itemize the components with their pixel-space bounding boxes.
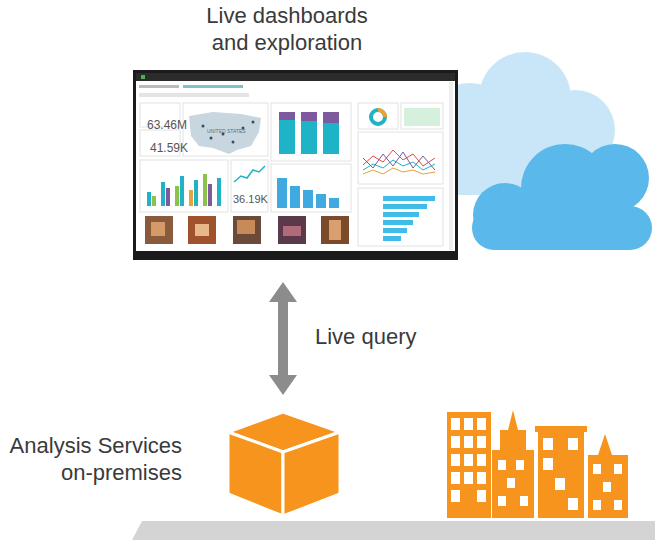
dashboard-figure: 41.59K xyxy=(150,141,188,155)
cloud-front xyxy=(472,144,652,250)
node-label: Analysis Services on-premises xyxy=(0,432,182,486)
dashboard-figure: 63.46M xyxy=(147,118,187,132)
dashboard-screenshot xyxy=(133,70,458,260)
dashboard-figure: 36.19K xyxy=(233,193,268,206)
ground xyxy=(132,521,655,540)
edge-label: Live query xyxy=(315,323,417,350)
buildings-icon xyxy=(447,410,628,518)
dashboard-figure: UNITED STATES xyxy=(207,128,246,135)
live-query-arrow xyxy=(269,282,297,395)
node-label: Live dashboards and exploration xyxy=(192,2,382,56)
cube-node: Analysis Services on-premises xyxy=(0,405,345,520)
cube-icon xyxy=(228,412,340,516)
